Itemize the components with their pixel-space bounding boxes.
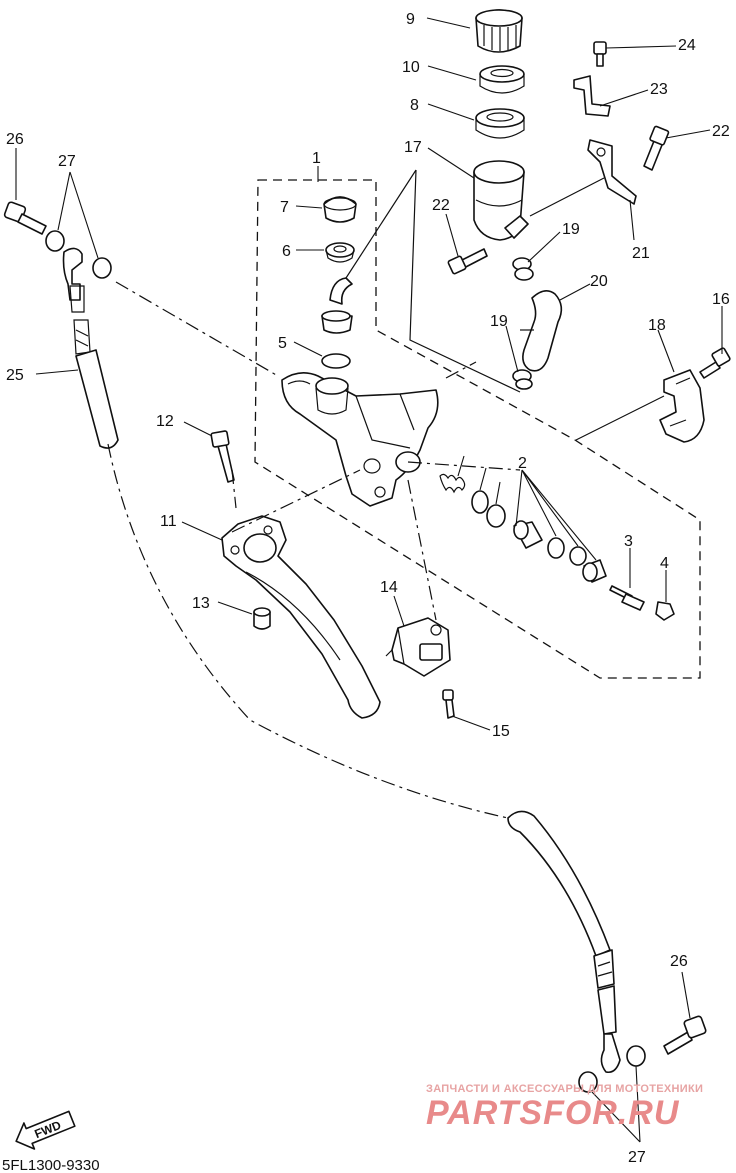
callout-19a: 19: [562, 221, 580, 238]
callout-16: 16: [712, 291, 730, 308]
callout-8: 8: [410, 97, 419, 114]
callout-6: 6: [282, 243, 291, 260]
lock-nut[interactable]: [655, 601, 675, 621]
callout-22b: 22: [712, 123, 730, 140]
assembly-boundary: [254, 179, 701, 679]
clutch-hose-upper-end[interactable]: [62, 247, 91, 355]
callout-14: 14: [380, 579, 398, 596]
holder-bolt[interactable]: [699, 347, 731, 379]
reservoir-hose[interactable]: [522, 290, 563, 372]
callout-24: 24: [678, 37, 696, 54]
spring-seat[interactable]: [471, 490, 489, 514]
watermark-caption: ЗАПЧАСТИ И АКСЕССУАРЫ ДЛЯ МОТОТЕХНИКИ: [426, 1083, 703, 1095]
callout-23: 23: [650, 81, 668, 98]
assembly-guide-lines: [115, 169, 665, 621]
o-ring[interactable]: [321, 353, 351, 369]
stay-plate[interactable]: [573, 75, 611, 117]
bracket-bolt[interactable]: [643, 125, 670, 171]
copper-washer-upper-b[interactable]: [92, 257, 112, 279]
union-bolt-upper[interactable]: [3, 201, 47, 235]
callout-11: 11: [160, 513, 177, 530]
callout-15: 15: [492, 723, 510, 740]
washer-seal[interactable]: [325, 242, 355, 263]
clutch-hose-lower-end[interactable]: [593, 949, 621, 1074]
callout-26a: 26: [6, 131, 24, 148]
master-cylinder-body[interactable]: [281, 372, 439, 507]
push-rod[interactable]: [609, 585, 645, 611]
watermark: ЗАПЧАСТИ И АКСЕССУАРЫ ДЛЯ МОТОТЕХНИКИ PA…: [426, 1083, 703, 1132]
callout-26b: 26: [670, 953, 688, 970]
pivot-nut[interactable]: [253, 607, 271, 630]
callout-9: 9: [406, 11, 415, 28]
callout-22a: 22: [432, 197, 450, 214]
fwd-arrow: FWD: [15, 1110, 76, 1150]
reservoir-bracket[interactable]: [587, 139, 637, 205]
hose-clamp-upper[interactable]: [512, 257, 534, 281]
callout-18: 18: [648, 317, 666, 334]
reservoir-cap[interactable]: [475, 9, 523, 53]
copper-washer-lower-a[interactable]: [578, 1071, 598, 1093]
callout-7: 7: [280, 199, 289, 216]
piston-spring[interactable]: [439, 473, 466, 494]
union-bolt-lower[interactable]: [663, 1015, 707, 1055]
hose-protector-lower[interactable]: [507, 810, 611, 957]
reservoir-screw[interactable]: [447, 248, 488, 275]
callout-5: 5: [278, 335, 287, 352]
diaphragm[interactable]: [475, 108, 525, 139]
diagram-code: 5FL1300-9330: [2, 1157, 100, 1173]
reservoir-tank[interactable]: [473, 160, 529, 241]
diaphragm-plate[interactable]: [479, 65, 525, 94]
callout-1: 1: [312, 150, 321, 167]
hose-clamp-lower[interactable]: [512, 369, 533, 390]
piston-washer[interactable]: [569, 546, 587, 566]
clutch-switch[interactable]: [385, 617, 451, 677]
dust-boot[interactable]: [582, 559, 607, 583]
callout-2: 2: [518, 455, 527, 472]
switch-screw[interactable]: [442, 689, 455, 719]
callout-10: 10: [402, 59, 420, 76]
callout-17: 17: [404, 139, 422, 156]
leader-lines: [15, 17, 723, 1143]
callout-21: 21: [632, 245, 650, 262]
hose-protector-upper[interactable]: [75, 349, 119, 449]
callout-19b: 19: [490, 313, 508, 330]
pivot-bolt[interactable]: [210, 430, 235, 483]
callout-20: 20: [590, 273, 608, 290]
primary-cup[interactable]: [486, 504, 506, 528]
callout-25: 25: [6, 367, 24, 384]
hose-joint[interactable]: [321, 277, 353, 334]
piston[interactable]: [513, 520, 543, 549]
copper-washer-upper-a[interactable]: [45, 230, 65, 252]
watermark-brand: PARTSFOR.RU: [426, 1094, 680, 1132]
copper-washer-lower-b[interactable]: [626, 1045, 646, 1067]
cap-seal[interactable]: [323, 196, 357, 223]
secondary-cup[interactable]: [547, 537, 565, 559]
callout-3: 3: [624, 533, 633, 550]
callout-27a: 27: [58, 153, 76, 170]
stay-screw[interactable]: [593, 41, 607, 67]
clutch-lever[interactable]: [221, 515, 381, 719]
callout-13: 13: [192, 595, 210, 612]
callout-labels: 9 10 8 17 1 7 6 5 22 19 20 19 21 23 24 2…: [6, 11, 730, 1166]
callout-27b: 27: [628, 1149, 646, 1166]
callout-4: 4: [660, 555, 669, 572]
callout-12: 12: [156, 413, 174, 430]
master-cylinder-holder[interactable]: [659, 369, 705, 443]
